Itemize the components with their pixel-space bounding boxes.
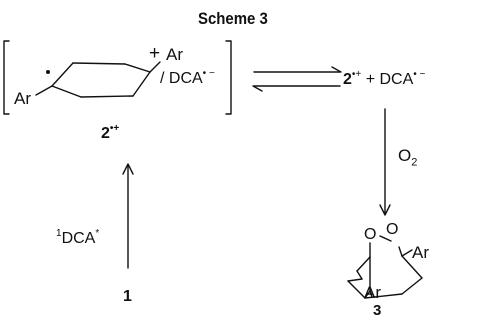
label-2-number: 2 [101,125,110,142]
free-ions-label: 2•+ + DCA• − [343,68,426,88]
compound-2-radical-cation-label: 2•+ [101,122,120,142]
right-bracket [225,40,232,115]
endoperoxide-structure [347,235,423,299]
equilibrium-arrows [252,66,342,92]
scheme-title: Scheme 3 [198,9,268,28]
peroxide-oxygen-left: O [364,226,377,243]
oxygen-subscript: 2 [411,156,418,169]
product-aryl-top: Ar [412,243,429,262]
oxygenation-arrow [379,108,391,216]
free-ion-counterion-charge: • − [413,68,426,80]
left-bracket [3,40,10,115]
counterion-text: / DCA [160,70,203,87]
free-ion-cation-charge: •+ [351,68,362,80]
singlet-superscript: 1 [56,227,62,239]
electron-transfer-arrow [122,163,134,269]
aryl-left-label: Ar [14,89,31,108]
aryl-right-label: Ar [166,45,183,64]
counterion-charge: • − [202,67,215,79]
photosensitizer-name: DCA [61,230,96,247]
free-ion-cation-number: 2 [343,71,352,88]
free-ion-counterion: + DCA [361,71,414,88]
cation-plus-sign: + [149,43,161,64]
oxygen-reagent-label: O2 [398,147,417,168]
photosensitizer-label: 1DCA* [56,227,100,247]
excited-state-star: * [95,227,100,239]
cyclohexane-ring [35,61,161,98]
product-aryl-bottom: Ar [364,283,381,302]
counterion-label: / DCA• − [160,67,215,87]
label-2-charge: •+ [109,122,120,134]
oxygen-symbol: O [398,146,412,165]
compound-3-label: 3 [373,302,382,319]
radical-dot [46,70,50,74]
compound-1-label: 1 [123,288,132,305]
peroxide-oxygen-right: O [386,221,399,238]
